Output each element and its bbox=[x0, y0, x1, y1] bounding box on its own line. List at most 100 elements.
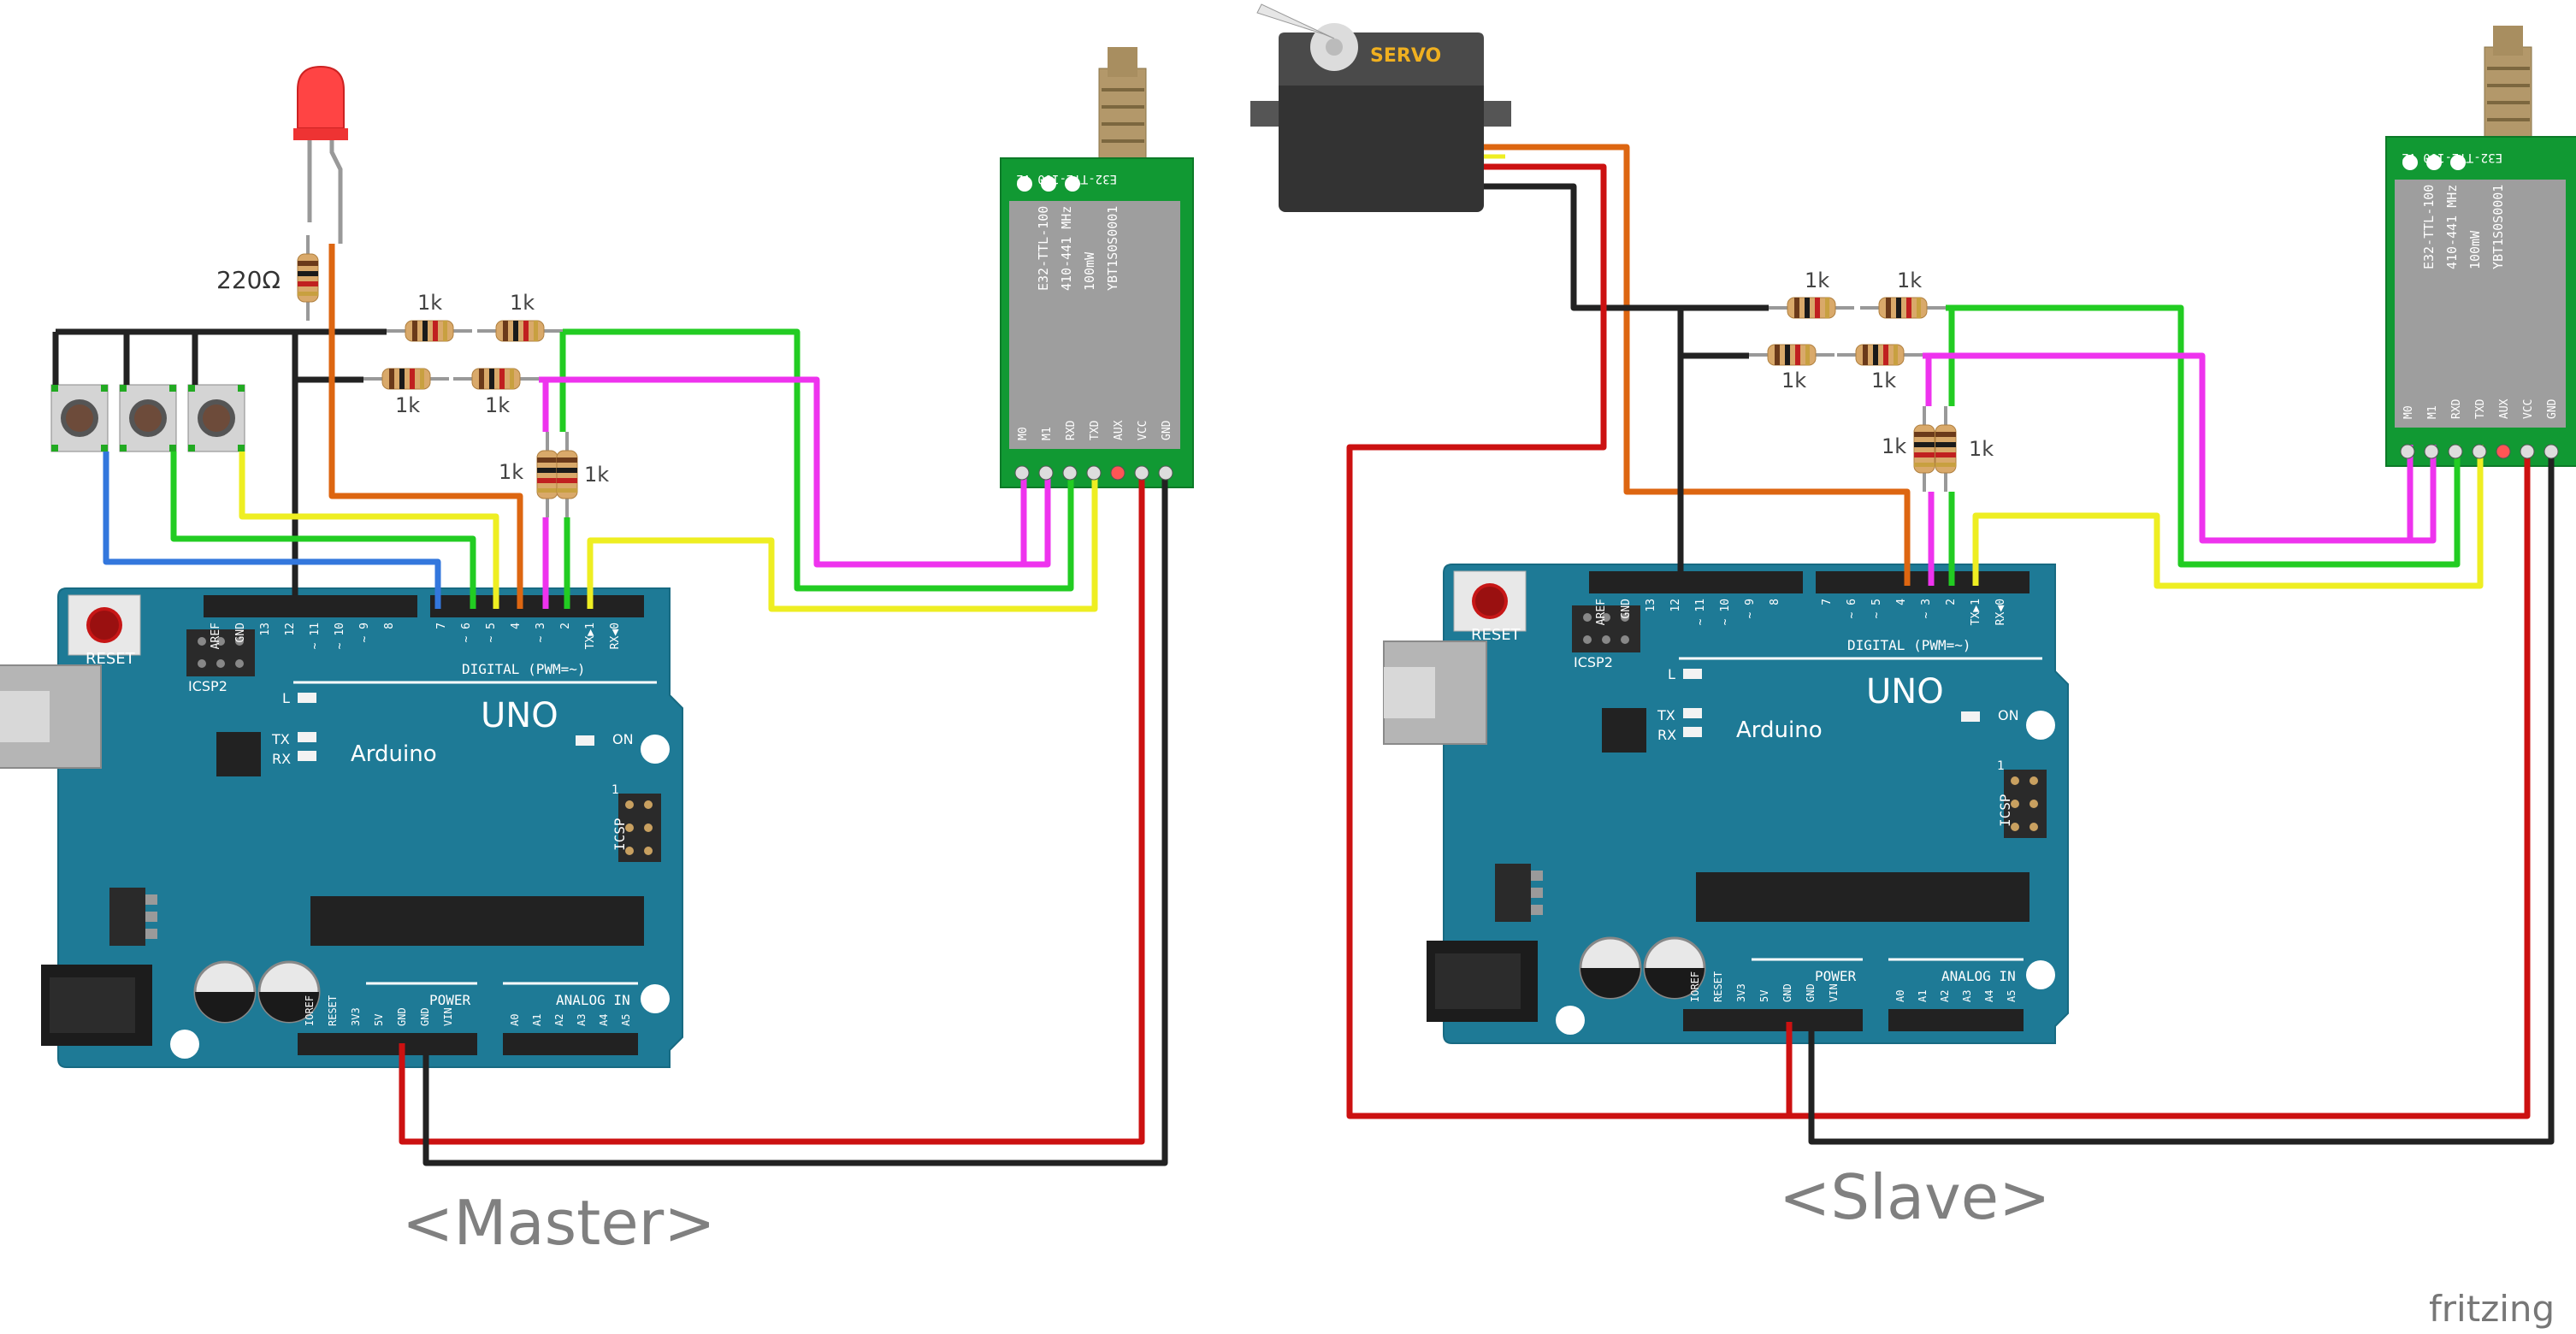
digital-pin-label: 2 bbox=[1945, 599, 1958, 605]
digital-pin-label: AREF bbox=[210, 623, 222, 649]
digital-pin-label: ~ 5 bbox=[485, 623, 498, 642]
icsp-pin1-label: 1 bbox=[1997, 759, 2005, 773]
servo-motor bbox=[1250, 3, 1511, 212]
digital-pin-label: ~ 6 bbox=[460, 623, 473, 642]
analog-pin-label: A2 bbox=[553, 1014, 565, 1026]
e32-pin-pad bbox=[1062, 465, 1078, 481]
e32-frequency: 410-441 MHz bbox=[2444, 185, 2460, 269]
e32-pin-label: AUX bbox=[1113, 420, 1126, 440]
analog-pin-label: A5 bbox=[2006, 990, 2018, 1002]
on-led-label: ON bbox=[1998, 707, 2019, 723]
power-pin-label: RESET bbox=[1712, 971, 1724, 1002]
rx-led-label: RX bbox=[1657, 727, 1676, 743]
e32-pin-label: AUX bbox=[2498, 398, 2511, 419]
analog-pin-label: A1 bbox=[1917, 990, 1929, 1002]
power-pin-label: VIN bbox=[442, 1007, 454, 1026]
analog-pin-label: A2 bbox=[1939, 990, 1951, 1002]
e32-power: 100mW bbox=[1082, 251, 1097, 291]
e32-serial: YBT1S0S0001 bbox=[2490, 185, 2506, 269]
power-pin-label: IOREF bbox=[304, 995, 316, 1026]
reset-label: RESET bbox=[86, 650, 136, 668]
e32-pin-label: TXD bbox=[1089, 420, 1102, 440]
resistor-label: 1k bbox=[485, 393, 510, 417]
digital-pin-label: 7 bbox=[435, 623, 448, 629]
slave-caption: <Slave> bbox=[1779, 1161, 2050, 1233]
analog-pin-label: A4 bbox=[1983, 990, 1995, 1002]
resistor bbox=[476, 319, 564, 343]
led-resistor bbox=[298, 235, 318, 321]
arduino-model: UNO bbox=[1866, 672, 1944, 711]
e32-pin-label: M0 bbox=[2402, 405, 2415, 419]
digital-header-label: DIGITAL (PWM=~) bbox=[462, 661, 586, 677]
digital-pin-label: ~ 5 bbox=[1870, 599, 1883, 618]
master-wires bbox=[52, 244, 1168, 1166]
e32-pin-pad bbox=[2448, 444, 2463, 459]
e32-header: E32-TTL-100 V2 bbox=[2402, 151, 2502, 164]
resistor bbox=[1835, 343, 1924, 367]
resistor bbox=[1934, 404, 1958, 493]
arduino-brand: Arduino bbox=[351, 741, 437, 767]
digital-pin-label: 13 bbox=[1645, 599, 1657, 612]
l-led-label: L bbox=[282, 690, 290, 706]
icsp-label: ICSP bbox=[612, 818, 628, 851]
resistor bbox=[362, 367, 451, 391]
power-pin-label: 3V3 bbox=[1735, 983, 1747, 1002]
icsp2-label: ICSP2 bbox=[188, 678, 227, 694]
e32-pin-label: VCC bbox=[2522, 399, 2535, 419]
resistor bbox=[555, 430, 579, 519]
analog-pin-label: A4 bbox=[598, 1014, 610, 1026]
analog-header-label: ANALOG IN bbox=[556, 992, 630, 1008]
e32-pin-pad bbox=[2424, 444, 2439, 459]
digital-pin-label: ~ 10 bbox=[334, 623, 346, 649]
power-pin-label: GND bbox=[1781, 983, 1793, 1002]
digital-pin-label: GND bbox=[1620, 599, 1633, 619]
digital-pin-label: RX◀0 bbox=[609, 623, 622, 649]
digital-header-label: DIGITAL (PWM=~) bbox=[1847, 637, 1971, 653]
power-pin-label: VIN bbox=[1828, 983, 1840, 1002]
text-labels: 220Ω 1k 1k 1k 1k 1k 1k 1k 1k 1k 1k 1k 1k… bbox=[86, 45, 2555, 1330]
push-button bbox=[119, 384, 177, 452]
resistor bbox=[535, 430, 559, 519]
power-pin-label: IOREF bbox=[1689, 971, 1701, 1002]
resistor bbox=[1912, 404, 1936, 493]
tx-led-label: TX bbox=[1657, 707, 1675, 723]
e32-pin-pad bbox=[2544, 444, 2559, 459]
push-button bbox=[187, 384, 245, 452]
e32-model: E32-TTL-100 bbox=[1036, 206, 1051, 291]
resistor-label: 1k bbox=[1781, 369, 1806, 393]
e32-pin-pad bbox=[1158, 465, 1173, 481]
resistor bbox=[385, 319, 474, 343]
power-pin-label: GND bbox=[1805, 983, 1817, 1002]
icsp-label: ICSP bbox=[1997, 794, 2013, 827]
resistor-label: 1k bbox=[1969, 437, 1994, 461]
digital-pin-label: ~ 9 bbox=[358, 623, 371, 642]
e32-pin-label: RXD bbox=[1065, 420, 1078, 440]
e32-pin-label: M1 bbox=[2426, 405, 2439, 419]
digital-pin-label: 8 bbox=[1769, 599, 1781, 605]
slave-circuit bbox=[1250, 3, 2576, 1145]
e32-pin-pad bbox=[1110, 465, 1126, 481]
e32-pin-pad bbox=[1014, 465, 1030, 481]
l-led-label: L bbox=[1668, 666, 1675, 682]
e32-pin-pad bbox=[1038, 465, 1054, 481]
digital-pin-label: GND bbox=[234, 623, 247, 643]
e32-pin-pad bbox=[1134, 465, 1149, 481]
digital-pin-label: 12 bbox=[1669, 599, 1682, 612]
power-header-label: POWER bbox=[1815, 968, 1857, 984]
resistor-label: 1k bbox=[1871, 369, 1896, 393]
digital-pin-label: ~ 3 bbox=[1920, 599, 1933, 618]
power-pin-label: 5V bbox=[373, 1014, 385, 1026]
e32-pin-pad bbox=[2520, 444, 2535, 459]
analog-pin-label: A3 bbox=[576, 1014, 588, 1026]
analog-pin-label: A0 bbox=[509, 1014, 521, 1026]
digital-pin-label: 12 bbox=[284, 623, 297, 636]
reset-label: RESET bbox=[1471, 626, 1521, 644]
resistor bbox=[452, 367, 541, 391]
tx-led-label: TX bbox=[271, 731, 290, 747]
master-caption: <Master> bbox=[402, 1187, 716, 1259]
power-pin-label: 3V3 bbox=[350, 1007, 362, 1026]
power-pin-label: 5V bbox=[1758, 990, 1770, 1002]
e32-frequency: 410-441 MHz bbox=[1059, 206, 1074, 291]
